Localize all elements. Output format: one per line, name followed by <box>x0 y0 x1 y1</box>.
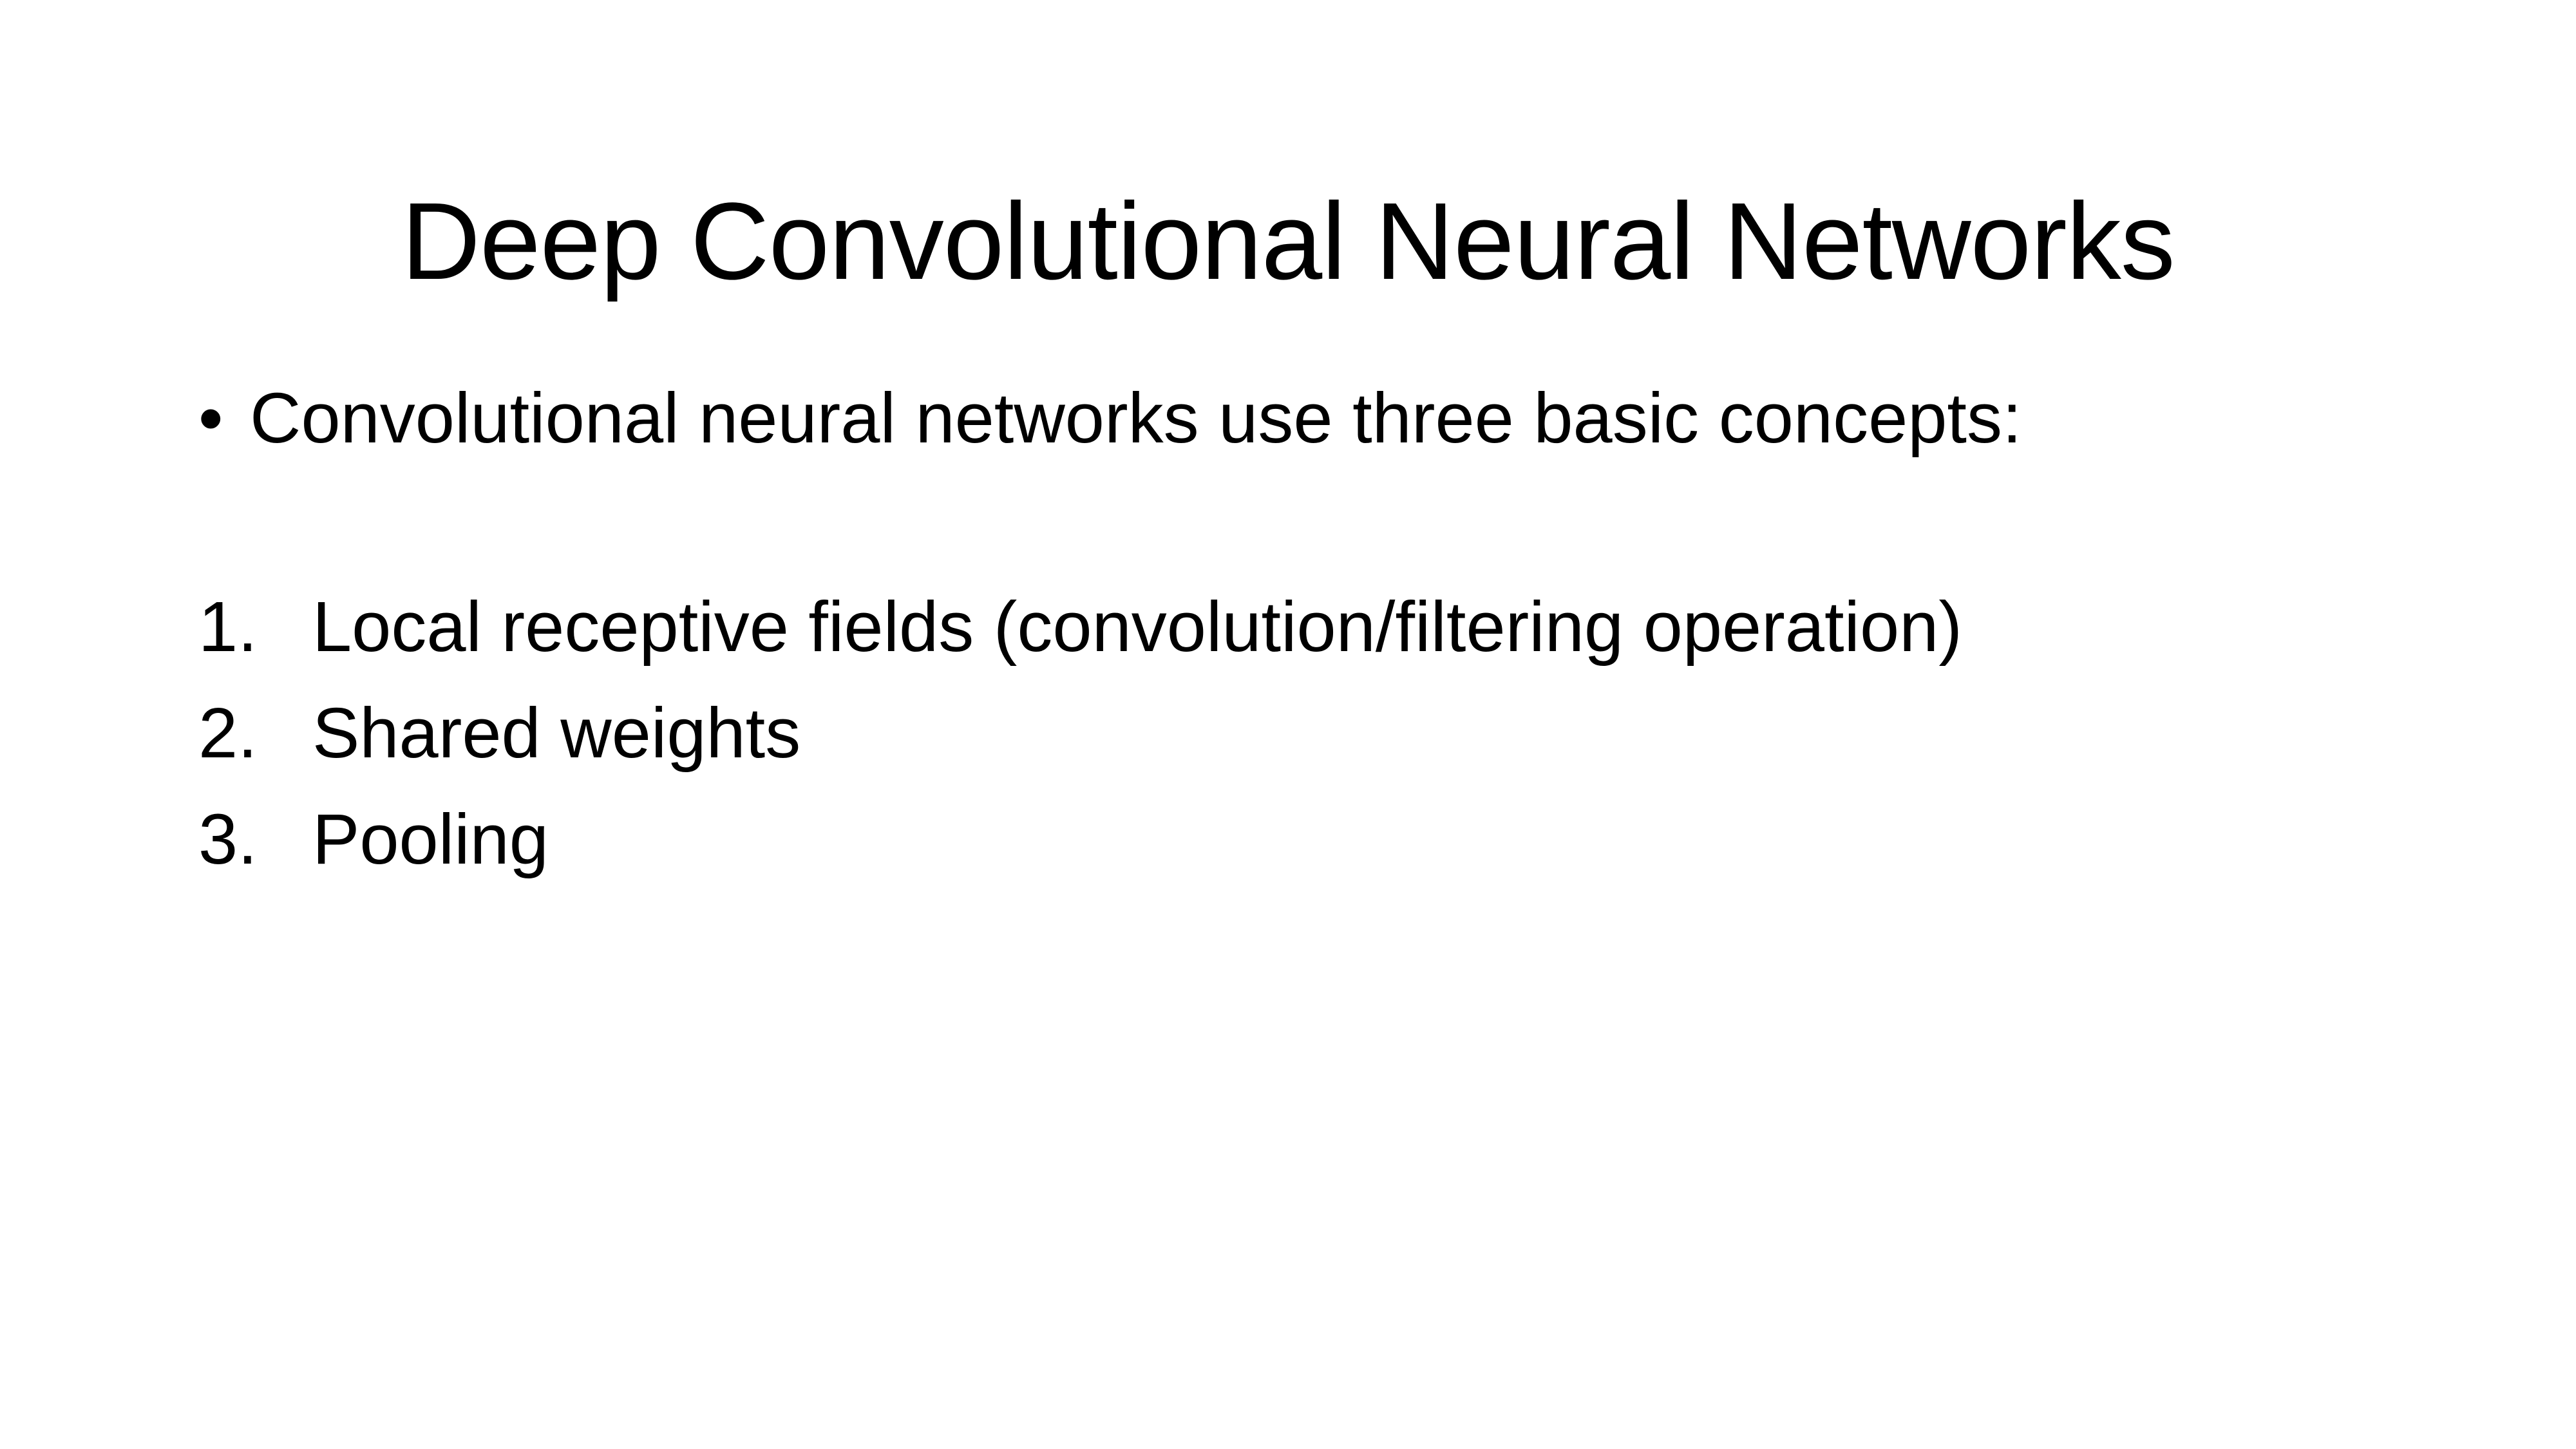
paragraph-spacer <box>187 471 2454 574</box>
list-item: 3. Pooling <box>187 786 2454 893</box>
list-item: 2. Shared weights <box>187 680 2454 786</box>
title-placeholder[interactable]: Deep Convolutional Neural Networks <box>167 158 2409 325</box>
list-item: 1. Local receptive fields (convolution/f… <box>187 574 2454 680</box>
numbered-list: 1. Local receptive fields (convolution/f… <box>187 574 2454 893</box>
bullet-point-icon: • <box>198 379 223 458</box>
body-content-placeholder[interactable]: • Convolutional neural networks use thre… <box>187 367 2454 1333</box>
numbered-item-label: Pooling <box>312 799 549 879</box>
numbered-item-label: Local receptive fields (convolution/filt… <box>312 587 1962 667</box>
page-title: Deep Convolutional Neural Networks <box>401 180 2175 303</box>
bullet-list: • Convolutional neural networks use thre… <box>187 367 2454 471</box>
list-number-marker: 1. <box>198 587 258 667</box>
bullet-item-label: Convolutional neural networks use three … <box>250 379 2022 458</box>
list-number-marker: 2. <box>198 693 258 773</box>
list-item: • Convolutional neural networks use thre… <box>187 367 2454 471</box>
numbered-item-label: Shared weights <box>312 693 801 773</box>
list-number-marker: 3. <box>198 799 258 879</box>
